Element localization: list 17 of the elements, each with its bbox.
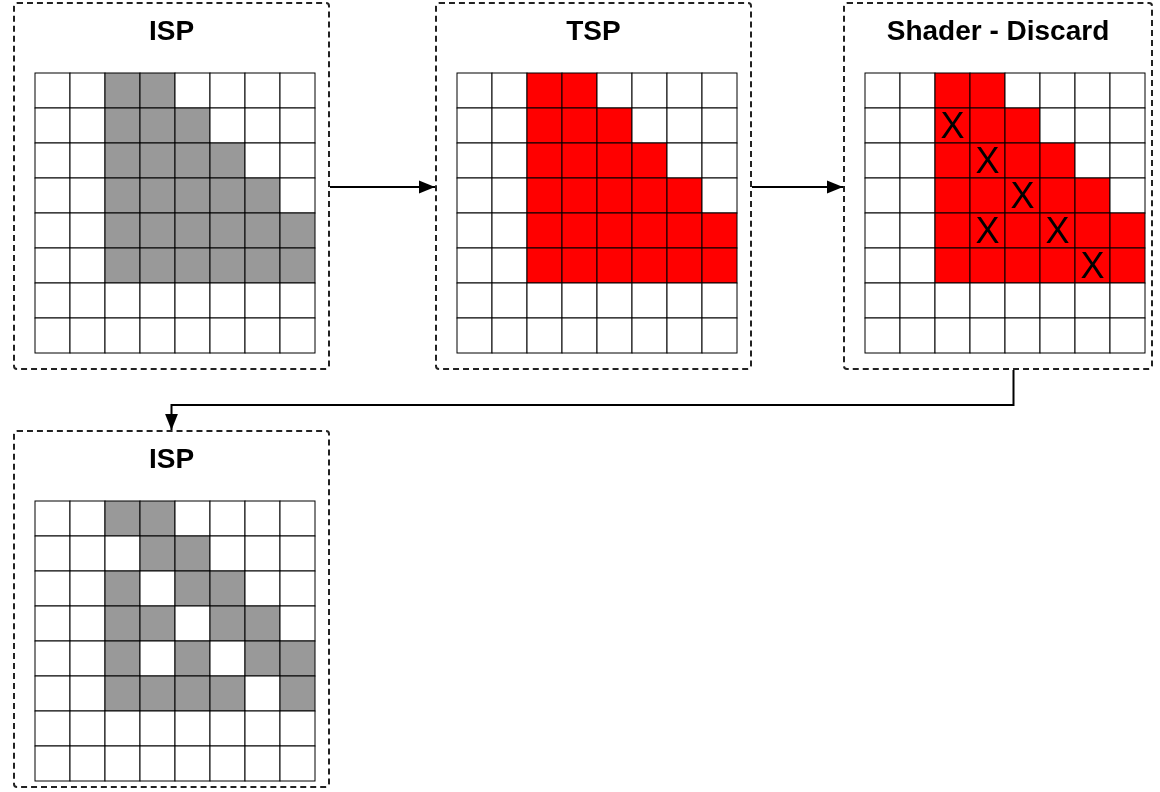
stage-title: ISP [148,14,195,48]
stage-panel [843,2,1153,370]
stage-title: Shader - Discard [886,14,1110,48]
stage-panel [13,430,330,788]
stage-panel [13,2,330,370]
discard-mark: X [939,108,966,143]
stage-title: ISP [148,442,195,476]
arrow [329,180,436,194]
discard-mark: X [1079,248,1106,283]
discard-mark: X [1009,178,1036,213]
discard-mark: X [974,213,1001,248]
stage-panel [435,2,752,370]
discard-mark: X [1044,213,1071,248]
stage-title: TSP [566,14,621,48]
arrow [165,369,1015,431]
discard-mark: X [974,143,1001,178]
arrow [751,180,844,194]
